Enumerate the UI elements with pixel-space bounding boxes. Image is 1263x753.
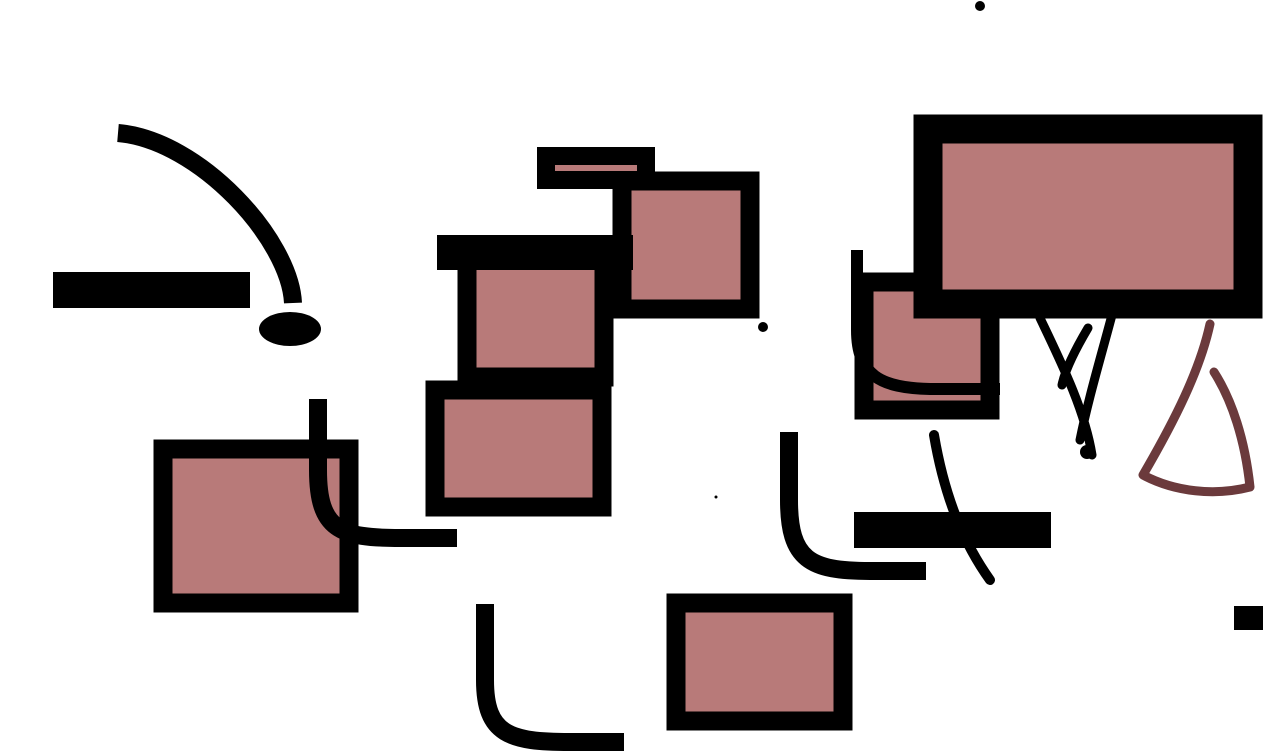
- box-upper-center-right: [612, 171, 760, 319]
- bar-upper-center: [437, 235, 633, 270]
- box-top-center-small: [537, 147, 655, 189]
- box-middle-center: [425, 380, 612, 517]
- curve-l-middle: [780, 432, 926, 580]
- curve-l-bottom: [476, 604, 624, 751]
- black-bars: [53, 235, 1263, 630]
- box-top-right-large: [913, 114, 1263, 319]
- dot-oval-left: [259, 312, 321, 346]
- curve-diagonal: [929, 430, 995, 585]
- curve-brown-loop: [1138, 319, 1255, 497]
- curve-arc-top-left: [116, 124, 302, 304]
- dots: [259, 1, 1094, 499]
- dot-zigzag-end: [1080, 445, 1094, 459]
- curves: [116, 124, 1255, 751]
- dot-faint: [714, 495, 718, 499]
- curve-zigzag: [1035, 310, 1117, 460]
- bar-left: [53, 272, 250, 308]
- curve-hook-right: [851, 250, 1000, 395]
- bar-edge-right: [1234, 606, 1263, 630]
- dot-center: [758, 322, 768, 332]
- dot-top-right: [975, 1, 985, 11]
- box-upper-center-left: [457, 250, 614, 387]
- curve-l-left: [309, 399, 457, 547]
- box-bottom-center: [666, 593, 853, 731]
